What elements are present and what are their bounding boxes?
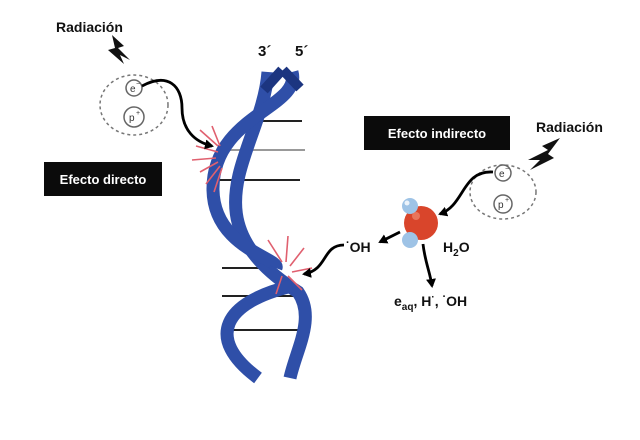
radiolysis-products-label: eaq, H·, ·OH xyxy=(394,291,467,313)
products-e-sub: aq xyxy=(402,302,414,313)
electron-right-charge: − xyxy=(505,166,509,173)
strand-label-5: 5´ xyxy=(295,43,308,60)
hydrogen-highlight-1 xyxy=(404,200,410,206)
atom-right-orbit xyxy=(469,164,537,220)
proton-right xyxy=(493,194,513,214)
products-oh-dot: · xyxy=(442,291,446,303)
products-h: , H xyxy=(413,293,431,309)
hydrogen-atom-2 xyxy=(402,232,418,248)
direct-effect-label: Efecto directo xyxy=(44,162,162,196)
water-label-sub: 2 xyxy=(453,248,459,259)
proton-left-symbol: p xyxy=(129,113,135,124)
proton-right-symbol: p xyxy=(498,200,504,211)
hydroxyl-radical-label: ·OH xyxy=(346,237,371,255)
electron-left-symbol: e xyxy=(130,84,136,95)
electron-left xyxy=(125,79,143,97)
dna-strand-top-left xyxy=(260,66,286,94)
atom-right: e − p + xyxy=(469,164,537,220)
dna-strand-top-right xyxy=(279,66,304,92)
indirect-effect-label: Efecto indirecto xyxy=(364,116,510,150)
atom-left-orbit xyxy=(99,74,169,136)
radiation-label-left: Radiación xyxy=(56,19,123,35)
electron-left-charge: − xyxy=(136,81,140,88)
products-comma: , xyxy=(435,293,443,309)
strand-label-3: 3´ xyxy=(258,43,271,60)
arrow-water-to-products xyxy=(421,243,436,288)
water-label-o: O xyxy=(459,239,470,255)
arrow-electron-to-dna xyxy=(141,79,214,150)
proton-left-charge: + xyxy=(136,110,140,117)
water-label-h: H xyxy=(443,239,453,255)
arrow-electron-to-water xyxy=(438,170,494,217)
lightning-bolt-right-icon xyxy=(528,138,560,170)
dna-double-helix xyxy=(206,66,312,384)
radiation-label-right: Radiación xyxy=(536,119,603,135)
hydroxyl-radical-text: OH xyxy=(350,239,371,255)
water-molecule-icon xyxy=(402,198,438,248)
lightning-bolt-left-icon xyxy=(108,35,130,64)
electron-right xyxy=(494,164,512,182)
products-oh: OH xyxy=(446,293,467,309)
atom-left: e − p + xyxy=(99,74,169,136)
products-e: e xyxy=(394,293,402,309)
dna-strand-front xyxy=(206,70,300,272)
hydrogen-atom-1 xyxy=(402,198,418,214)
arrow-water-to-hydroxyl xyxy=(378,230,401,244)
arrow-hydroxyl-to-dna xyxy=(302,243,345,278)
oxygen-highlight xyxy=(412,212,420,220)
proton-left xyxy=(123,106,145,128)
hydroxyl-radical-dot: · xyxy=(346,237,350,249)
water-label: H2O xyxy=(443,239,470,259)
damage-spark-indirect xyxy=(267,235,313,295)
dna-strand-front-lower xyxy=(220,279,294,384)
proton-right-charge: + xyxy=(505,197,509,204)
products-h-sup: · xyxy=(431,292,434,303)
electron-right-symbol: e xyxy=(499,169,505,180)
